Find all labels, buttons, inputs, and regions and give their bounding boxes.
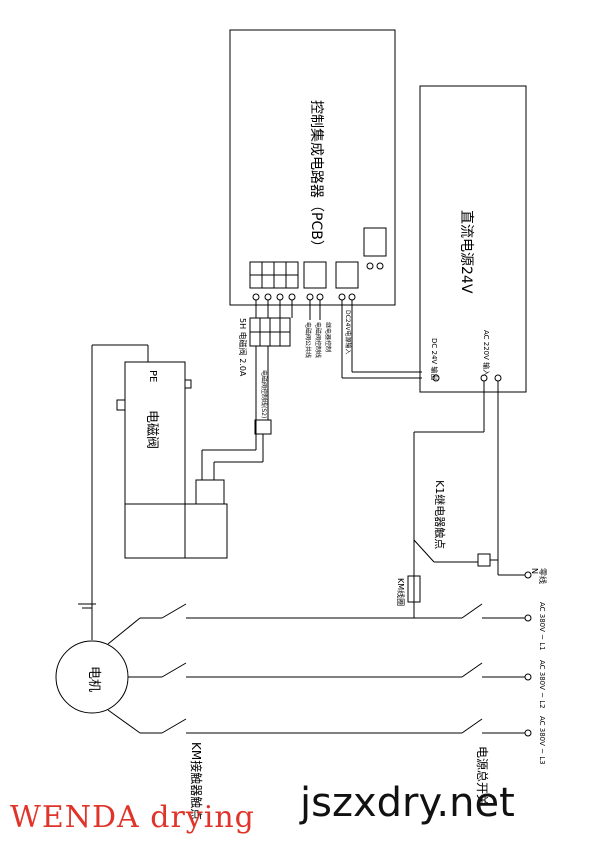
pcb-relay-note-a: 继电器控制 xyxy=(324,322,332,352)
valve-base xyxy=(124,503,186,559)
pcb-terminal-note: 5H 电磁阀 2.0A xyxy=(238,318,248,377)
label-l3: AC 380V ~ L3 xyxy=(538,716,546,765)
fuse xyxy=(254,419,272,435)
valve-title: 电磁阀 xyxy=(144,410,159,449)
relay-box xyxy=(477,553,491,567)
psu-title: 直流电源24V xyxy=(458,210,475,294)
watermark-site: jszxdry.net xyxy=(300,780,515,826)
pcb-title: 控制集成电路器（PCB） xyxy=(308,100,325,254)
km-coil xyxy=(407,575,421,603)
label-neutral-n: N xyxy=(530,568,539,574)
valve-pe: PE xyxy=(147,370,158,382)
watermark-wenda: WENDA drying xyxy=(10,800,255,835)
contactor-title: KM接触器触点 xyxy=(189,742,204,820)
pcb-valve-note: 电磁阀控制线(S2) xyxy=(260,370,268,418)
main-switch-title: 电源总开关 xyxy=(475,746,489,806)
terminal-l3 xyxy=(524,729,532,737)
terminal-neutral xyxy=(524,571,532,579)
pcb-terminal-block-b xyxy=(303,261,327,289)
pcb-wire-note-a: 电磁阀公共线 xyxy=(304,322,312,358)
terminal-l1 xyxy=(524,614,532,622)
pcb-box xyxy=(229,29,396,306)
pcb-terminal-block-c xyxy=(335,261,359,289)
label-neutral: 零线 xyxy=(538,568,548,584)
relay-title: K1继电器触点 xyxy=(433,480,447,549)
pcb-terminal-screws xyxy=(252,262,384,301)
pcb-wire-note-b: 电磁阀控制线 xyxy=(314,322,322,358)
terminal-l2 xyxy=(524,673,532,681)
psu-ac-in: AC 220V 输入 xyxy=(482,330,491,376)
relay-coil-label: KM线圈 xyxy=(396,578,406,606)
valve-actuator xyxy=(184,503,228,559)
psu-dc-out: DC 24V 输出 xyxy=(430,338,439,380)
valve-head xyxy=(195,479,225,505)
pcb-power-note: DC24V电源输入 xyxy=(344,310,352,355)
psu-box xyxy=(419,85,527,393)
pcb-terminal-block-d xyxy=(363,227,387,257)
motor-title: 电机 xyxy=(86,666,101,692)
label-l1: AC 380V ~ L1 xyxy=(538,602,546,651)
label-l2: AC 380V ~ L2 xyxy=(538,660,546,709)
